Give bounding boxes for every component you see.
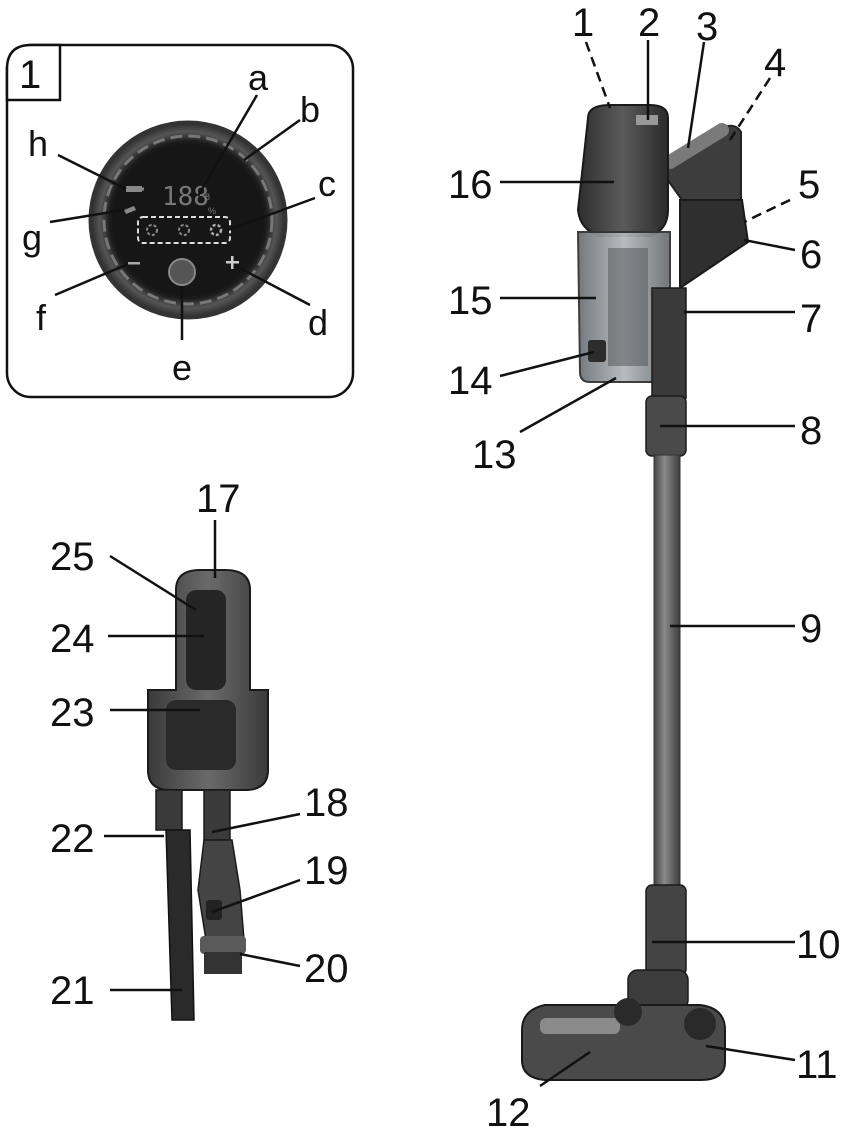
- wheel-right: [684, 1008, 716, 1040]
- plus-icon: [226, 256, 239, 269]
- callout-18: 18: [304, 781, 349, 825]
- wheel-left: [614, 998, 642, 1026]
- label-g: g: [22, 217, 42, 258]
- leader-12: [539, 1050, 591, 1088]
- label-c: c: [318, 163, 336, 204]
- display-digits: 188: [162, 182, 209, 212]
- leader-5: [743, 198, 791, 224]
- inset-number: 1: [19, 53, 41, 97]
- leader-3: [686, 41, 706, 149]
- callout-13: 13: [472, 433, 517, 477]
- callout-12: 12: [486, 1091, 531, 1134]
- label-b: b: [300, 89, 320, 130]
- body-neck: [651, 287, 687, 399]
- label-a: a: [248, 57, 269, 98]
- callout-21: 21: [50, 969, 95, 1013]
- callout-15: 15: [448, 279, 493, 323]
- callout-5: 5: [798, 163, 820, 207]
- callout-20: 20: [304, 947, 349, 991]
- dock-top-button: [210, 580, 220, 588]
- led-ring: [102, 134, 274, 306]
- callout-11: 11: [796, 1043, 838, 1087]
- motor-unit: [576, 104, 669, 237]
- leader-25: [109, 554, 197, 612]
- leader-4: [728, 77, 772, 141]
- callout-7: 7: [800, 297, 822, 341]
- callout-3: 3: [696, 5, 718, 49]
- callout-6: 6: [800, 233, 822, 277]
- label-f: f: [36, 297, 47, 338]
- leader-11: [705, 1044, 796, 1062]
- fan-mode-medium-icon: [178, 224, 190, 236]
- dial-face: [112, 144, 264, 296]
- callout-leaders: [104, 40, 796, 1088]
- callout-23: 23: [50, 691, 95, 735]
- brush-holder: [203, 789, 231, 841]
- leader-1: [584, 41, 612, 109]
- callout-22: 22: [50, 817, 95, 861]
- brush-icon: [124, 206, 136, 214]
- fan-mode-low-icon: [146, 224, 158, 236]
- crevice-holder: [155, 789, 183, 831]
- label-e: e: [172, 347, 192, 388]
- extension-tube: [653, 454, 681, 886]
- leader-19: [211, 878, 301, 914]
- display-percent: %: [208, 206, 216, 216]
- dock-slot: [186, 590, 226, 690]
- battery-icon: [126, 186, 144, 192]
- callout-19: 19: [304, 849, 349, 893]
- minus-icon: [128, 262, 140, 265]
- label-d: d: [308, 302, 328, 343]
- callout-1: 1: [572, 1, 594, 45]
- callout-17: 17: [196, 477, 241, 521]
- leader-18: [211, 812, 301, 834]
- vacuum-illustration: [521, 104, 750, 1081]
- callout-16: 16: [448, 163, 493, 207]
- callout-14: 14: [448, 359, 493, 403]
- cyclone-filter: [608, 248, 648, 366]
- callout-25: 25: [50, 535, 95, 579]
- callout-2: 2: [638, 1, 660, 45]
- brush-tool: [197, 839, 245, 941]
- callout-9: 9: [800, 607, 822, 651]
- callout-numbers: 1 2 3 4 5 6 7 8 9 10 11 12 13 14 15 16 1…: [50, 1, 841, 1134]
- dock-illustration: [147, 569, 269, 1021]
- bin-release-button: [588, 340, 606, 362]
- brush-bristles: [204, 952, 242, 974]
- dock-cradle: [166, 700, 236, 770]
- battery-pack: [679, 199, 750, 290]
- leader-14: [499, 350, 595, 378]
- callout-4: 4: [764, 41, 786, 85]
- callout-8: 8: [800, 409, 822, 453]
- inset-number-box: [5, 43, 62, 102]
- floor-head-window: [540, 1018, 620, 1034]
- leader-13: [519, 376, 617, 434]
- tube-coupling-bottom: [645, 884, 687, 976]
- brush-collar: [200, 936, 246, 954]
- callout-24: 24: [50, 617, 95, 661]
- inset-panel: 1 188 8 % a b: [5, 43, 355, 399]
- inset-leaders: [49, 94, 316, 340]
- display-small-b: 8: [205, 192, 210, 202]
- handle-grip: [663, 123, 729, 169]
- callout-10: 10: [796, 923, 841, 967]
- power-button[interactable]: [168, 258, 196, 286]
- fan-mode-high-icon: [209, 223, 223, 237]
- label-h: h: [28, 123, 48, 164]
- leader-20: [239, 952, 301, 968]
- crevice-tool: [165, 829, 195, 1021]
- leader-6: [743, 238, 796, 252]
